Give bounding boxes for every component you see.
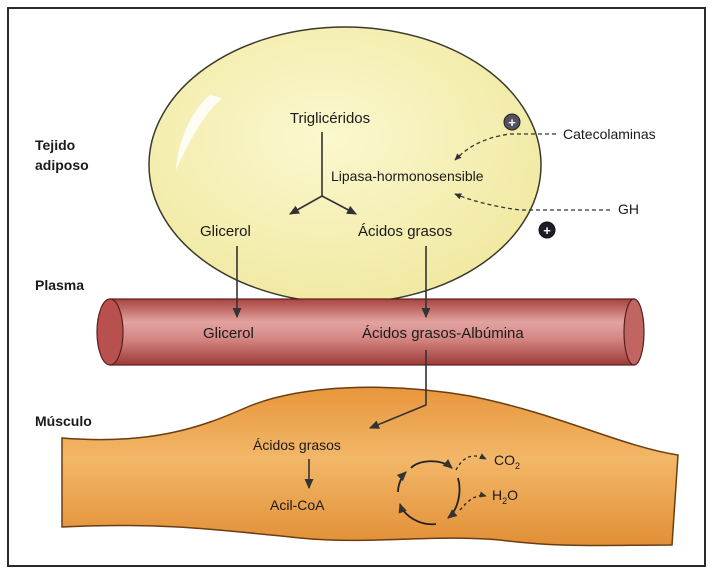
- triglycerides-label: Triglicéridos: [290, 110, 370, 127]
- lipase-label: Lipasa-hormonosensible: [331, 168, 484, 184]
- region-label-muscle: Músculo: [35, 413, 92, 429]
- catecholamines-label: Catecolaminas: [563, 126, 656, 142]
- plus-icon: +: [504, 114, 520, 130]
- svg-text:+: +: [508, 115, 516, 130]
- fatty-acids-label: Ácidos grasos: [358, 223, 452, 240]
- plus-icon: +: [539, 222, 555, 238]
- muscle-fatty-acids-label: Ácidos grasos: [253, 437, 341, 453]
- glycerol-label: Glicerol: [200, 223, 251, 240]
- region-label-adipose-1: Tejido: [35, 137, 75, 153]
- adipocyte: [149, 27, 541, 303]
- vessel-open-end: [97, 299, 123, 365]
- plasma-fatty-acids-albumin-label: Ácidos grasos-Albúmina: [362, 325, 524, 342]
- acyl-coa-label: Acil-CoA: [270, 497, 325, 513]
- region-label-plasma: Plasma: [35, 277, 84, 293]
- svg-text:+: +: [543, 223, 551, 238]
- region-label-adipose-2: adiposo: [35, 157, 89, 173]
- plasma-glycerol-label: Glicerol: [203, 325, 254, 342]
- vessel-far-end: [624, 299, 644, 365]
- gh-label: GH: [618, 201, 639, 217]
